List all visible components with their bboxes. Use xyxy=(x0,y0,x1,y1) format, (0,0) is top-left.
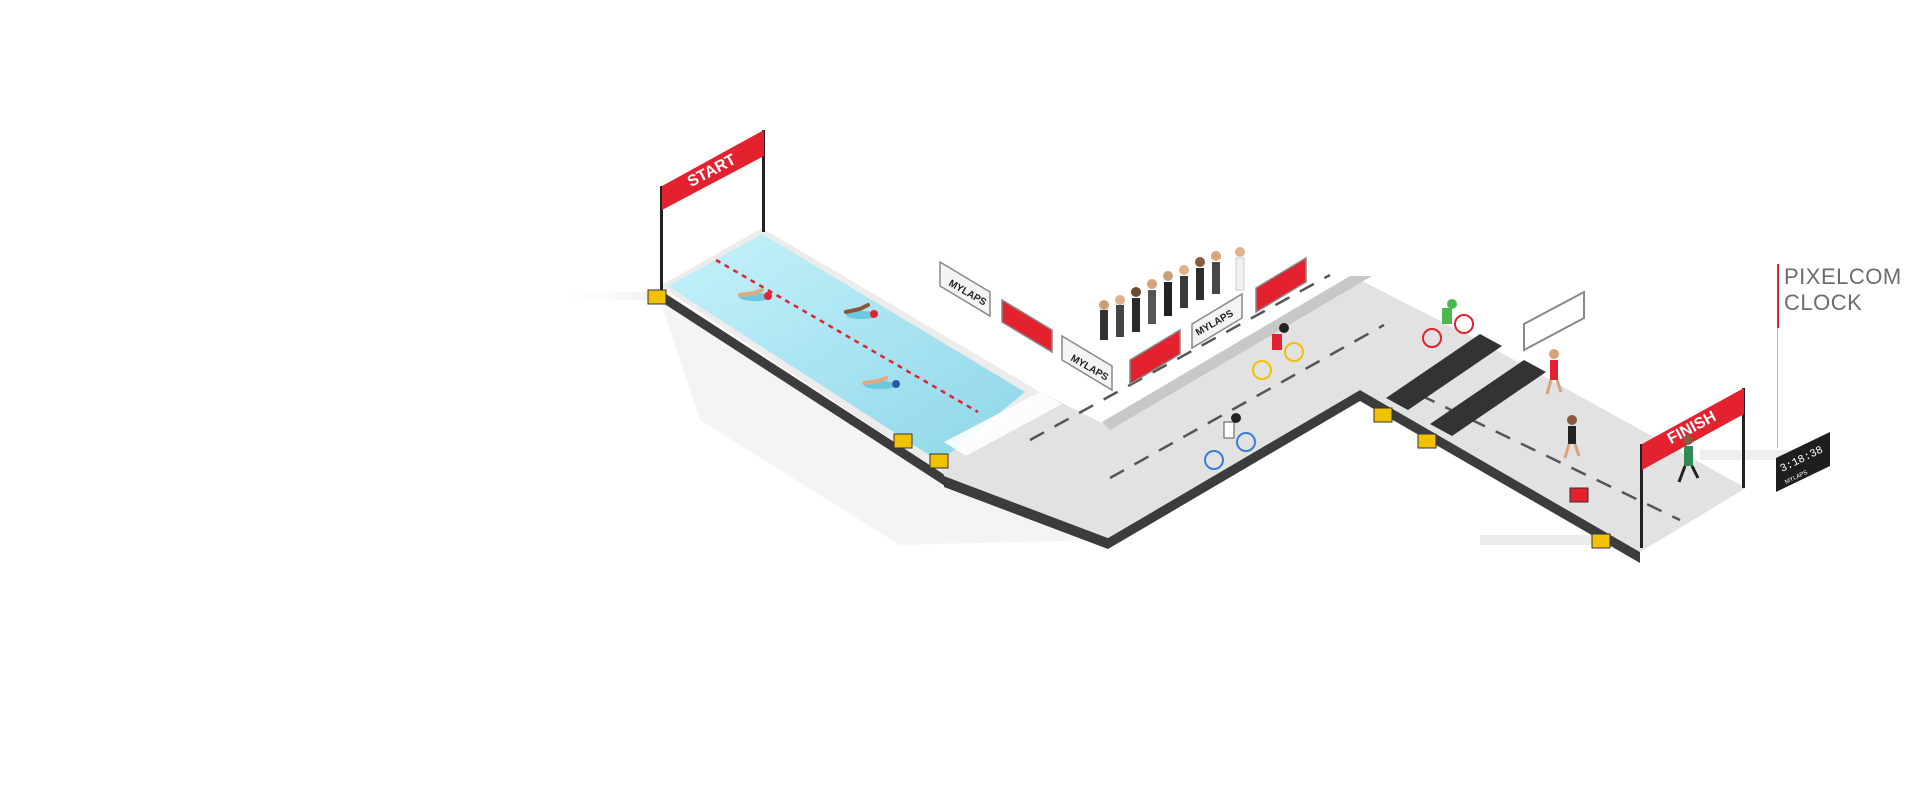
decoder-bike-1 xyxy=(1373,407,1393,423)
pixelcom-clock: 3:18:38 MYLAPS xyxy=(1776,432,1830,492)
swimmer-2 xyxy=(844,303,878,319)
decoder-finish xyxy=(1591,533,1611,549)
bike-road xyxy=(940,273,1746,563)
timing-mat-2 xyxy=(1430,360,1546,436)
barriers: MYLAPS MYLAPS MYLAPS xyxy=(939,256,1585,392)
decoder-start xyxy=(647,289,667,305)
decoder-swim-exit-2 xyxy=(929,453,949,469)
callout-accent-line xyxy=(1777,264,1779,328)
barrier-mylaps-1: MYLAPS xyxy=(939,260,991,318)
barrier-red-3 xyxy=(1255,256,1307,314)
runner-2 xyxy=(1563,415,1581,459)
athletes xyxy=(1204,299,1700,483)
cyclist-2 xyxy=(1204,413,1256,470)
lane-rope xyxy=(715,258,979,414)
road-surface-1 xyxy=(940,392,1108,538)
road-side xyxy=(944,476,1108,549)
finish-banner xyxy=(1642,388,1744,470)
swimmer-1 xyxy=(738,288,772,301)
barrier-red-1 xyxy=(1001,298,1053,354)
road-side-3 xyxy=(1360,390,1640,563)
barrier-red-2 xyxy=(1129,328,1181,386)
crosswalk xyxy=(944,392,1062,456)
start-banner xyxy=(662,130,764,210)
bike-rack xyxy=(1523,290,1585,352)
decoder-swim-exit-1 xyxy=(893,433,913,449)
road-curb xyxy=(1102,276,1372,430)
callout-leader-line xyxy=(1777,328,1778,448)
swim-pool xyxy=(660,228,1040,486)
road-side-2 xyxy=(1108,390,1360,549)
runner-3 xyxy=(1677,435,1700,483)
runner-1 xyxy=(1545,349,1563,395)
spectators xyxy=(1099,247,1245,340)
results-laptop xyxy=(1569,487,1589,503)
decoder-bike-2 xyxy=(1417,433,1437,449)
road-surface-2 xyxy=(1108,280,1478,538)
callout-line-1: PIXELCOM xyxy=(1784,264,1902,289)
road-surface-3 xyxy=(1360,340,1746,552)
barrier-mylaps-3: MYLAPS xyxy=(1191,292,1243,350)
pool-side xyxy=(660,290,945,486)
timing-mat-1 xyxy=(1386,334,1502,410)
clock-callout: PIXELCOM CLOCK xyxy=(1784,264,1914,316)
cyclist-3 xyxy=(1422,299,1474,348)
cyclist-1 xyxy=(1252,323,1304,380)
timing-decoders xyxy=(647,289,1611,549)
barrier-mylaps-2: MYLAPS xyxy=(1061,334,1113,392)
callout-line-2: CLOCK xyxy=(1784,290,1863,315)
swimmer-3 xyxy=(862,376,900,389)
